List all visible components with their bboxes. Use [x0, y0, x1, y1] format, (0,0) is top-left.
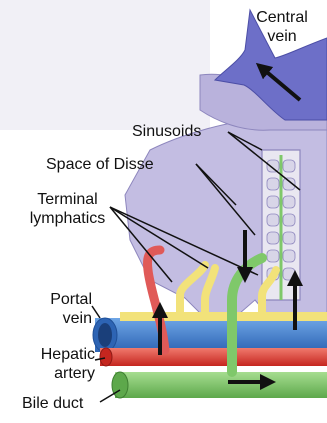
portal-vein-label: Portal vein: [22, 290, 92, 328]
sinusoids-label: Sinusoids: [132, 122, 201, 141]
terminal-lymphatics-label-line-1: Terminal: [20, 190, 115, 209]
space-of-disse-label: Space of Disse: [46, 155, 154, 174]
terminal-lymphatics-label-line-2: lymphatics: [20, 209, 115, 228]
hepatic-artery-label-line-1: Hepatic: [18, 345, 95, 364]
central-vein-label-line-2: vein: [247, 27, 317, 46]
background-tissue: [0, 0, 210, 130]
central-vein-label-line-1: Central: [247, 8, 317, 27]
hepatic-artery-label-line-2: artery: [18, 364, 95, 383]
central-vein-label: Central vein: [247, 8, 317, 46]
portal-vein-label-line-2: vein: [22, 309, 92, 328]
portal-vein: [93, 318, 327, 352]
hepatic-artery: [100, 348, 327, 366]
hepatic-artery-label: Hepatic artery: [18, 345, 95, 383]
terminal-lymphatics-label: Terminal lymphatics: [20, 190, 115, 228]
portal-vein-label-line-1: Portal: [22, 290, 92, 309]
bile-duct-label: Bile duct: [22, 394, 83, 413]
